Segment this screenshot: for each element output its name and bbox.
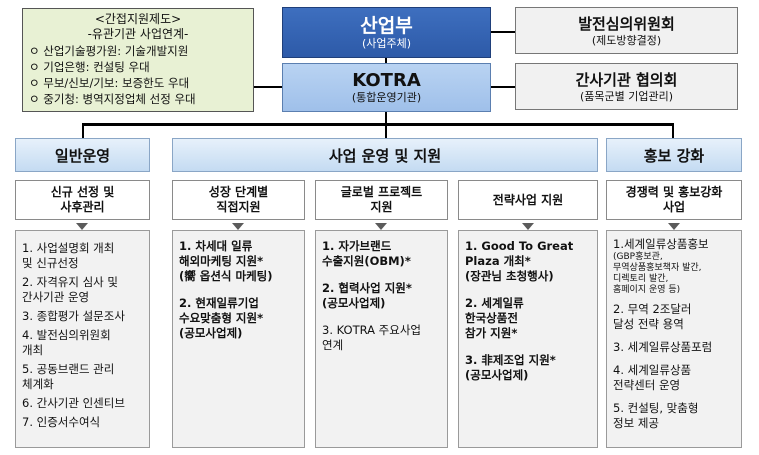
list-item: (공모사업제) <box>465 368 529 382</box>
list-item: 1. 자가브랜드 <box>322 239 392 253</box>
connector-line <box>82 123 84 138</box>
subhead-global: 글로벌 프로젝트 지원 <box>315 180 448 220</box>
list-item: 2. 자격유지 심사 및 <box>22 275 118 289</box>
list-item: 5. 컨설팅, 맞춤형 <box>613 401 699 415</box>
indirect-subtitle: -유관기관 사업연계- <box>87 27 189 41</box>
down-arrow-icon <box>232 223 244 230</box>
list-item: 4. 세계일류상품 <box>613 363 692 377</box>
down-arrow-icon <box>522 223 534 230</box>
list-item: 2. 협력사업 지원* <box>322 281 412 295</box>
indirect-item: 무보/신보/기보: 보증한도 우대 <box>29 75 247 91</box>
agency-role: (품목군별 기업관리) <box>579 89 674 103</box>
list-item: 3. KOTRA 주요사업 <box>322 323 421 337</box>
connector-line <box>491 31 515 33</box>
list-item: 참가 지원* <box>465 326 518 340</box>
category-business: 사업 운영 및 지원 <box>172 138 598 172</box>
connector-line <box>385 123 387 138</box>
down-arrow-icon <box>375 223 387 230</box>
connector-line <box>385 58 387 63</box>
subhead-line: 성장 단계별 <box>208 185 269 199</box>
indirect-title: <간접지원제도> <box>94 12 182 26</box>
list-item-detail: 홈페이지 운영 등) <box>613 285 681 295</box>
list-item: (嚮 옵션식 마케팅) <box>179 269 273 283</box>
subhead-line: 지원 <box>370 200 393 214</box>
panel-global: 1. 자가브랜드 수출지원(OBM)* 2. 협력사업 지원* (공모사업제) … <box>315 230 448 448</box>
list-item: 6. 간사기관 인센티브 <box>22 396 125 410</box>
category-general: 일반운영 <box>15 138 150 172</box>
list-item: 7. 인증서수여식 <box>22 415 101 429</box>
list-item: 전략센터 운영 <box>613 378 681 392</box>
connector-line <box>385 112 387 125</box>
ministry-role: (사업주체) <box>361 36 412 50</box>
list-item: 3. 세계일류상품포럼 <box>613 340 713 354</box>
kotra-name: KOTRA <box>352 69 421 91</box>
indirect-item: 기업은행: 컨설팅 우대 <box>29 59 247 75</box>
council-role: (제도방향결정) <box>591 33 662 47</box>
list-item: (장관님 초청행사) <box>465 269 554 283</box>
connector-line <box>491 86 515 88</box>
list-item: (공모사업제) <box>322 296 386 310</box>
panel-promo: 1.세계일류상품홍보 (GBP홍보관, 무역상품홍보책자 발간, 디렉토리 발간… <box>606 230 742 448</box>
connector-line <box>672 123 674 138</box>
indirect-item: 중기청: 병역지정업체 선정 우대 <box>29 91 247 107</box>
council-name: 발전심의위원회 <box>578 14 675 33</box>
list-item: 1. Good To Great <box>465 239 574 253</box>
list-item: 1. 사업설명회 개최 <box>22 241 115 255</box>
list-item: 1.세계일류상품홍보 <box>613 237 709 251</box>
subhead-line: 직접지원 <box>216 200 261 214</box>
panel-growth: 1. 차세대 일류 해외마케팅 지원* (嚮 옵션식 마케팅) 2. 현재일류기… <box>172 230 305 448</box>
list-item-detail: 디렉토리 발간, <box>613 274 669 284</box>
list-item: 한국상품전 <box>465 311 518 325</box>
list-item: 개최 <box>22 343 44 357</box>
list-item: Plaza 개최* <box>465 254 531 268</box>
subhead-line: 글로벌 프로젝트 <box>340 185 423 199</box>
subhead-line: 사업 <box>662 200 686 214</box>
list-item: 해외마케팅 지원* <box>179 254 264 268</box>
list-item: 달성 전략 용역 <box>613 317 684 331</box>
subhead-line: 전략사업 지원 <box>492 192 564 207</box>
list-item: 3. 종합평가 설문조사 <box>22 309 125 323</box>
list-item: 1. 차세대 일류 <box>179 239 253 253</box>
list-item: 2. 세계일류 <box>465 296 524 310</box>
list-item: 연계 <box>322 338 344 352</box>
list-item: 체계화 <box>22 377 54 391</box>
ministry-box: 산업부 (사업주체) <box>282 7 491 58</box>
agency-name: 간사기관 협의회 <box>575 70 678 89</box>
category-promo: 홍보 강화 <box>606 138 742 172</box>
list-item: 2. 현재일류기업 <box>179 296 259 310</box>
connector-line <box>82 123 674 126</box>
list-item: 및 신규선정 <box>22 256 79 270</box>
down-arrow-icon <box>76 223 88 230</box>
down-arrow-icon <box>668 223 680 230</box>
ministry-name: 산업부 <box>360 14 413 37</box>
list-item: 3. 非제조업 지원* <box>465 353 556 367</box>
list-item: 수출지원(OBM)* <box>322 254 411 268</box>
list-item: 2. 무역 2조달러 <box>613 302 692 316</box>
subhead-line: 사후관리 <box>60 200 105 214</box>
connector-line <box>254 86 282 88</box>
subhead-promo: 경쟁력 및 홍보강화 사업 <box>606 180 742 220</box>
indirect-item: 산업기술평가원: 기술개발지원 <box>29 43 247 59</box>
subhead-line: 경쟁력 및 홍보강화 <box>625 185 723 199</box>
kotra-role: (통합운영기관) <box>351 90 422 104</box>
subhead-general: 신규 선정 및 사후관리 <box>15 180 150 220</box>
agency-council-box: 간사기관 협의회 (품목군별 기업관리) <box>515 63 738 110</box>
indirect-list: 산업기술평가원: 기술개발지원 기업은행: 컨설팅 우대 무보/신보/기보: 보… <box>29 43 247 107</box>
list-item: 간사기관 운영 <box>22 290 90 304</box>
list-item: (공모사업제) <box>179 326 243 340</box>
list-item: 수요맞춤형 지원* <box>179 311 264 325</box>
list-item-detail: 무역상품홍보책자 발간, <box>613 263 702 273</box>
panel-strategy: 1. Good To Great Plaza 개최* (장관님 초청행사) 2.… <box>458 230 598 448</box>
list-item: 정보 제공 <box>613 416 659 430</box>
kotra-box: KOTRA (통합운영기관) <box>282 63 491 112</box>
subhead-strategy: 전략사업 지원 <box>458 180 598 220</box>
subhead-growth: 성장 단계별 직접지원 <box>172 180 305 220</box>
council-box: 발전심의위원회 (제도방향결정) <box>515 7 738 54</box>
list-item-detail: (GBP홍보관, <box>613 252 663 262</box>
panel-general: 1. 사업설명회 개최 및 신규선정 2. 자격유지 심사 및 간사기관 운영 … <box>15 230 150 448</box>
subhead-line: 신규 선정 및 <box>50 185 115 199</box>
list-item: 4. 발전심의위원회 <box>22 328 111 342</box>
indirect-support-box: <간접지원제도> -유관기관 사업연계- 산업기술평가원: 기술개발지원 기업은… <box>22 8 254 112</box>
list-item: 5. 공동브랜드 관리 <box>22 362 115 376</box>
